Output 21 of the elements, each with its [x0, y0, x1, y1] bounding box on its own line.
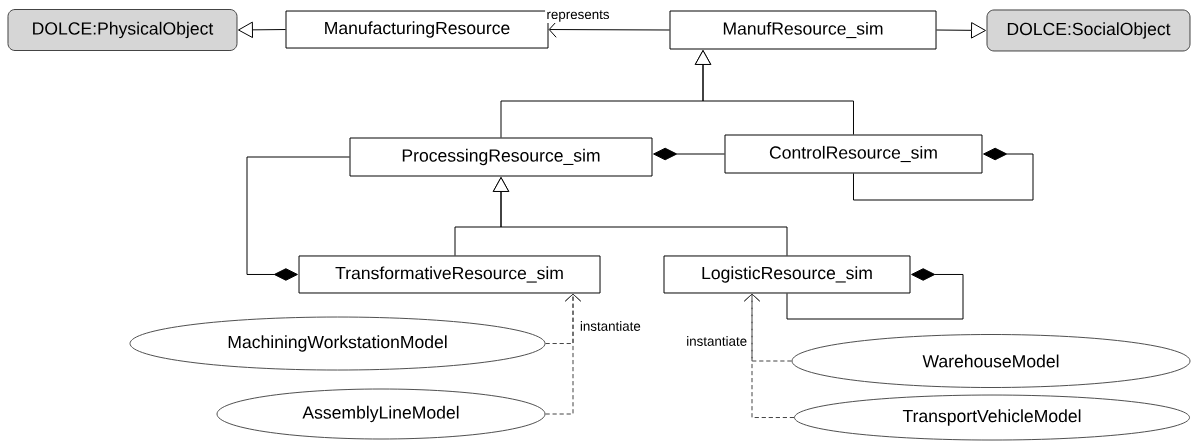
generalization-arrow	[694, 50, 854, 135]
association-arrow	[548, 21, 670, 38]
class-box: ControlResource_sim	[724, 134, 983, 174]
generalization-arrow	[492, 177, 788, 256]
category-box: DOLCE:PhysicalObject	[7, 9, 238, 51]
composition-line	[246, 156, 350, 281]
edge-label: instantiate	[578, 319, 643, 333]
edge-label: represents	[545, 8, 611, 24]
composition-line	[653, 147, 725, 161]
dependency-arrow	[545, 293, 582, 415]
class-box: TransformativeResource_sim	[298, 255, 601, 294]
composition-line	[786, 268, 964, 320]
category-box: DOLCE:SocialObject	[986, 9, 1191, 52]
generalization-arrow	[238, 21, 286, 39]
class-box: ProcessingResource_sim	[349, 137, 653, 177]
class-box: ManufResource_sim	[669, 10, 937, 50]
composition-line	[853, 147, 1034, 201]
generalization-arrow	[936, 22, 986, 39]
dependency-arrow	[743, 293, 795, 418]
class-box: LogisticResource_sim	[663, 255, 911, 294]
edge-label: instantiate	[684, 334, 749, 348]
